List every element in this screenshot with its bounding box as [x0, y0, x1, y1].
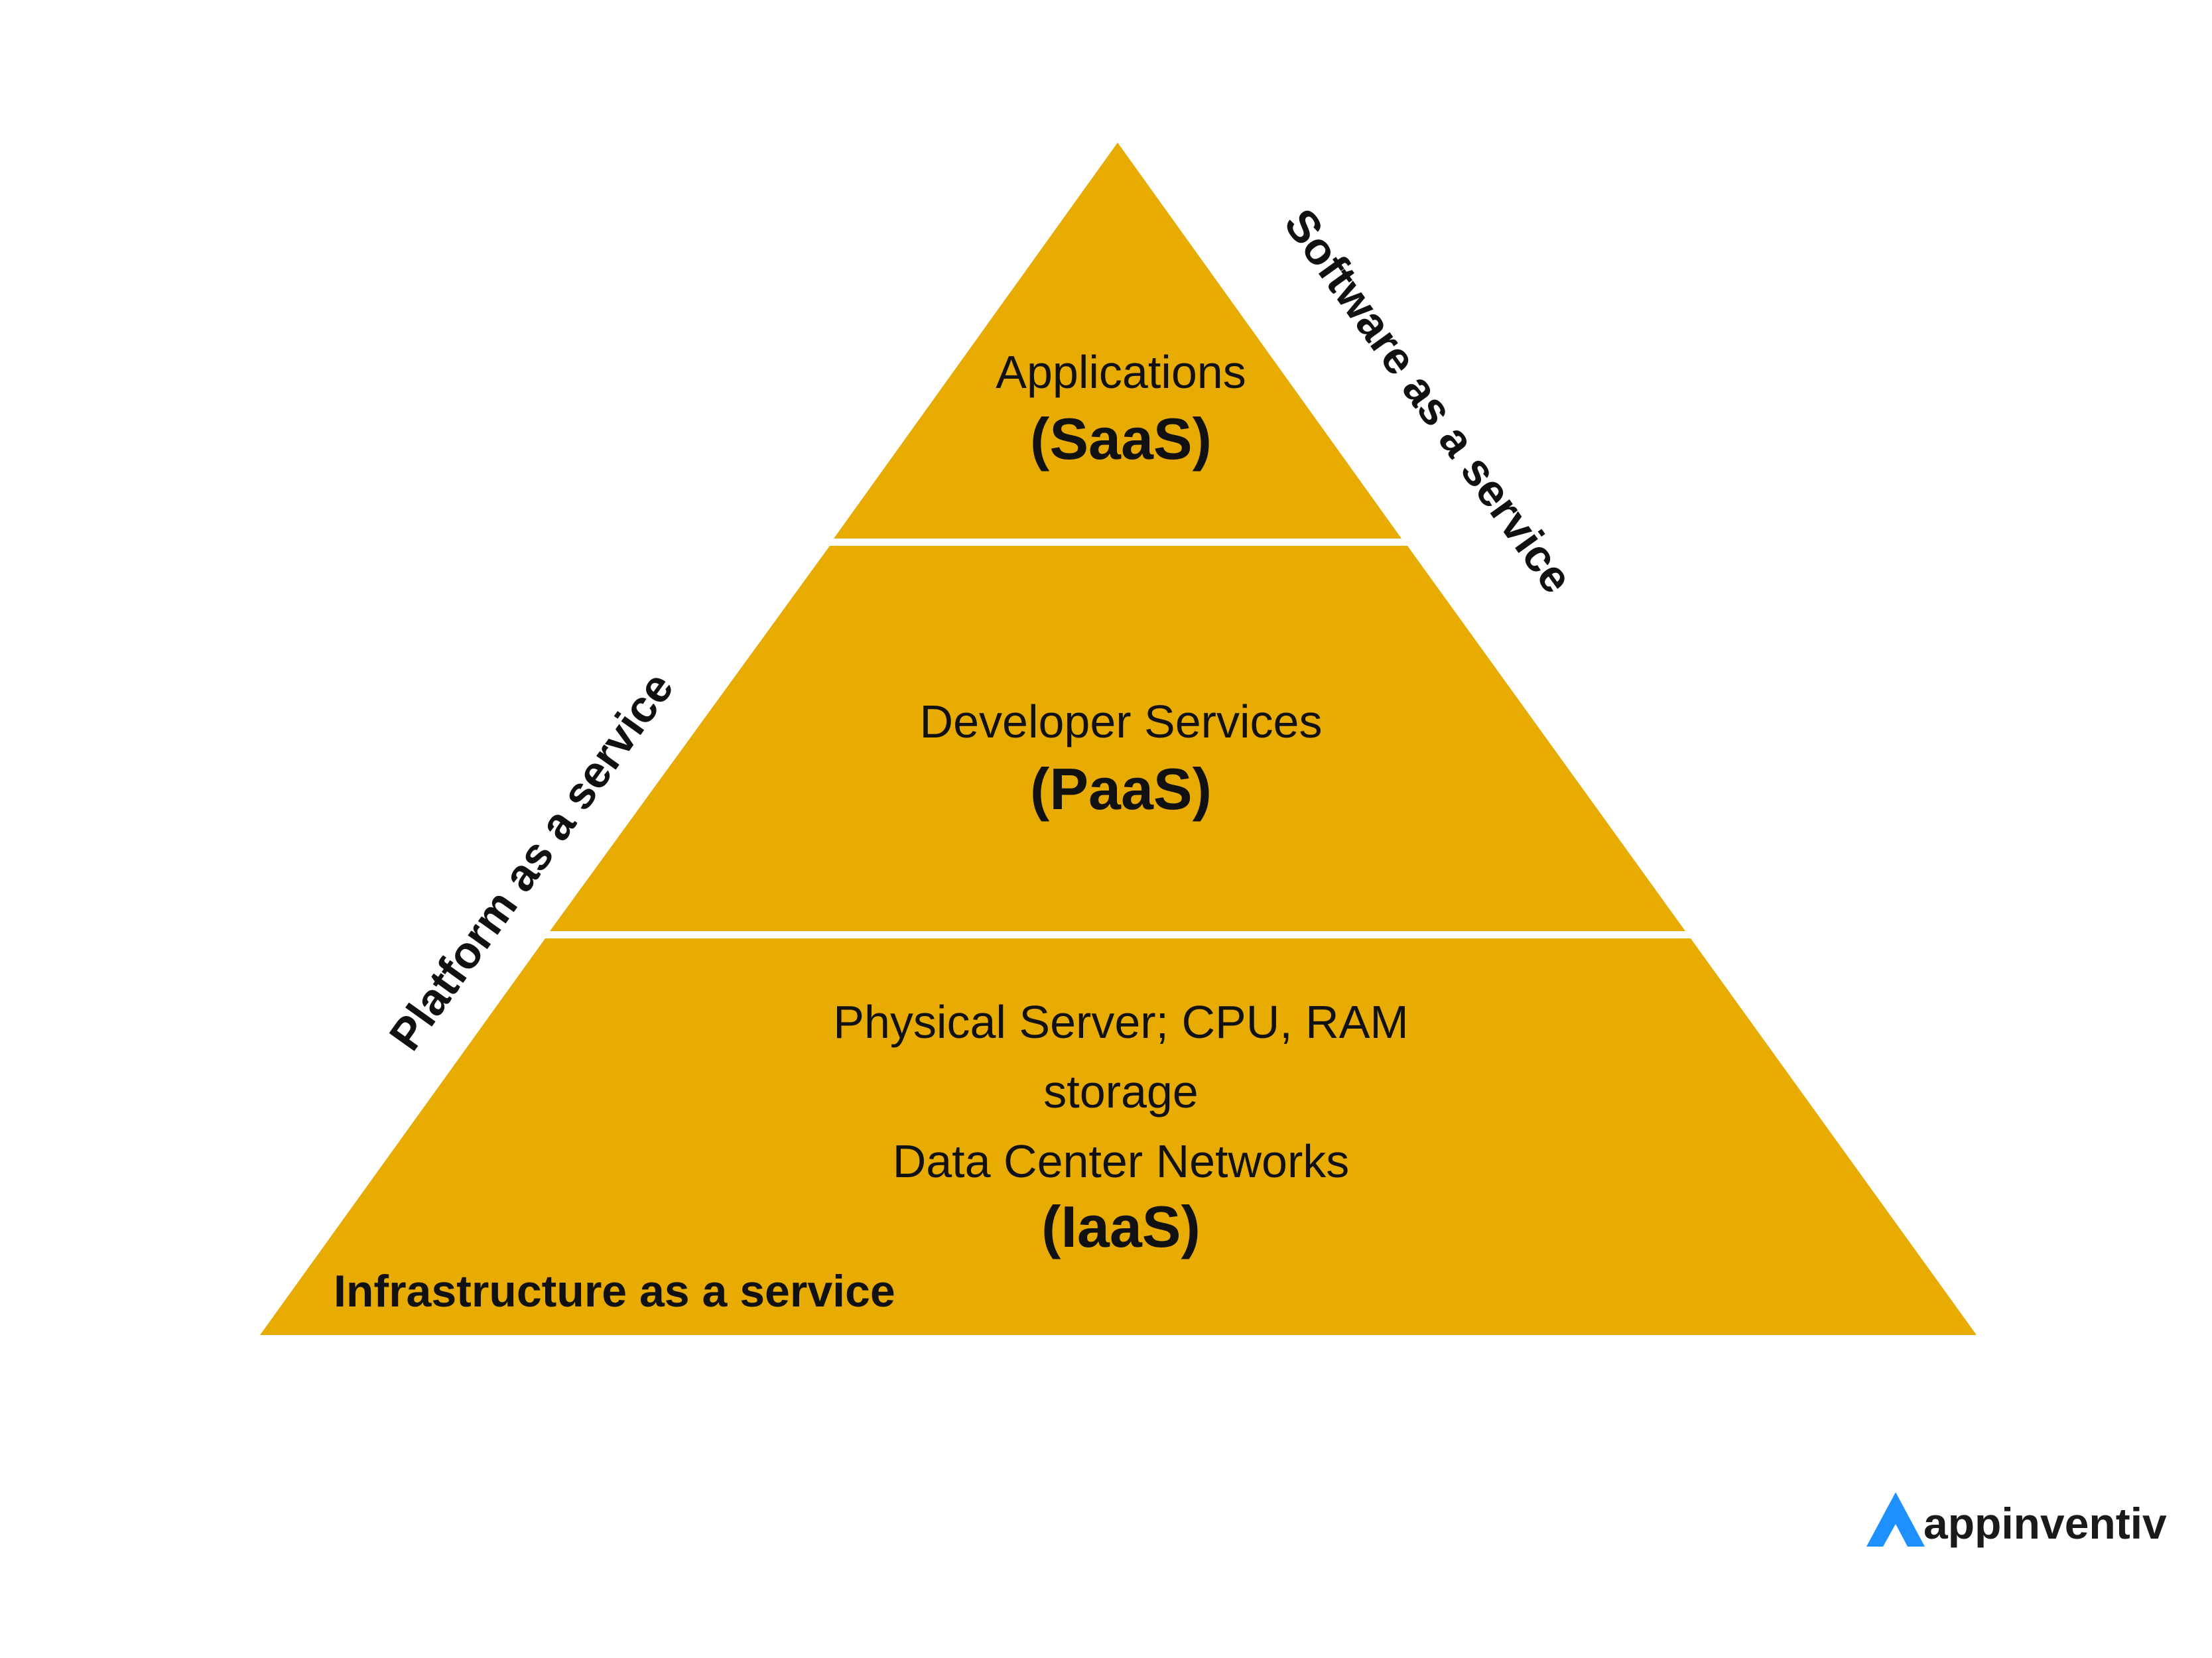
saas-tier-description: Applications	[996, 346, 1246, 398]
brand-name: appinventiv	[1923, 1499, 2167, 1548]
paas-tier-abbreviation: (PaaS)	[1030, 756, 1212, 822]
software-as-a-service-label: Software as a service	[1274, 200, 1582, 602]
paas-tier-description: Developer Services	[920, 696, 1323, 747]
saas-tier-abbreviation: (SaaS)	[1030, 406, 1212, 472]
infrastructure-as-a-service-label: Infrastructure as a service	[334, 1266, 895, 1316]
iaas-tier	[260, 938, 1977, 1335]
iaas-tier-abbreviation: (IaaS)	[1041, 1194, 1201, 1259]
iaas-tier-line-2: storage	[1043, 1066, 1198, 1117]
paas-tier	[550, 546, 1685, 931]
brand-logo: appinventiv	[1866, 1492, 2167, 1548]
saas-tier	[834, 143, 1401, 539]
appinventiv-logo-icon	[1866, 1492, 1925, 1547]
iaas-tier-line-3: Data Center Networks	[893, 1135, 1350, 1187]
iaas-tier-line-1: Physical Server; CPU, RAM	[833, 996, 1408, 1048]
